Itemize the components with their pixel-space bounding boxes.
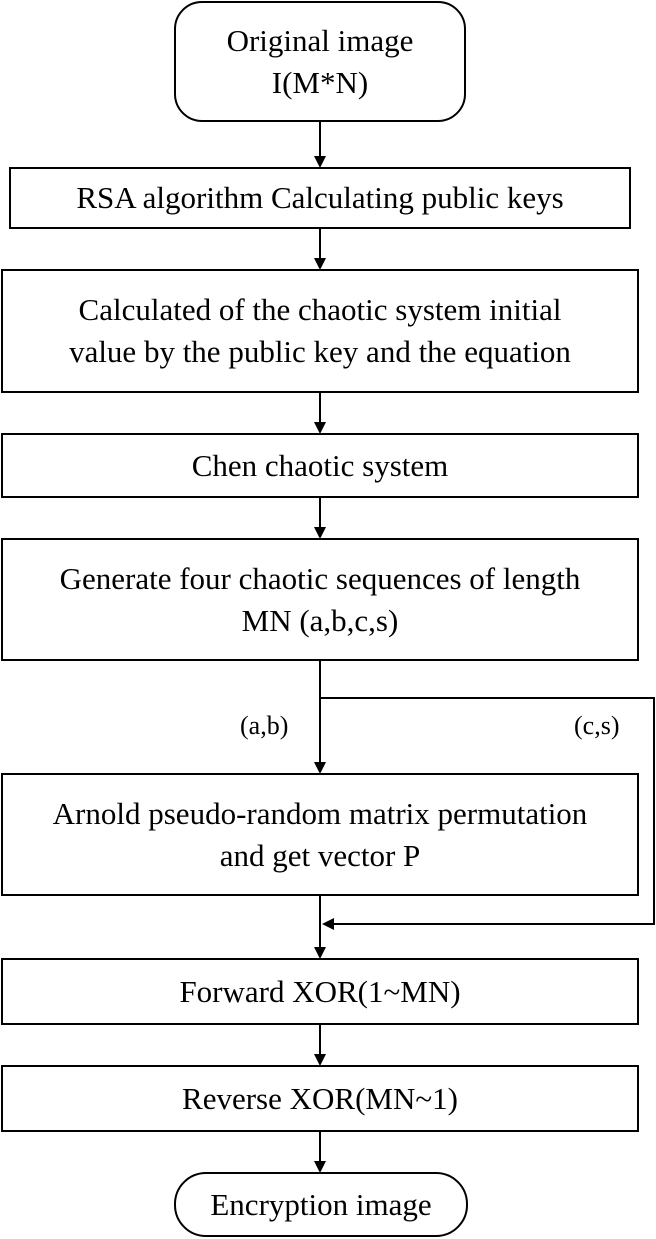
generate-sequences-line1: Generate four chaotic sequences of lengt… xyxy=(59,560,581,596)
start-node-line1: Original image xyxy=(226,22,414,58)
initial-value-line2: value by the public key and the equation xyxy=(69,334,571,369)
forward-xor-text: Forward XOR(1~MN) xyxy=(179,973,461,1009)
reverse-xor-step-box: Reverse XOR(MN~1) xyxy=(1,1065,639,1132)
branch-label-ab: (a,b) xyxy=(240,711,289,740)
chen-system-text: Chen chaotic system xyxy=(191,447,449,483)
end-node-text: Encryption image xyxy=(210,1186,432,1222)
arnold-permutation-step-box: Arnold pseudo-random matrix permutation … xyxy=(1,773,639,896)
generate-sequences-line2: MN (a,b,c,s) xyxy=(241,602,399,638)
rsa-step-box: RSA algorithm Calculating public keys xyxy=(9,167,631,229)
reverse-xor-text: Reverse XOR(MN~1) xyxy=(182,1080,458,1116)
arnold-permutation-line2: and get vector P xyxy=(219,837,421,873)
generate-sequences-step-box: Generate four chaotic sequences of lengt… xyxy=(1,538,639,661)
initial-value-step-box: Calculated of the chaotic system initial… xyxy=(1,269,639,393)
forward-xor-step-box: Forward XOR(1~MN) xyxy=(1,958,639,1025)
start-node-line2: I(M*N) xyxy=(271,64,369,100)
chen-system-step-box: Chen chaotic system xyxy=(1,433,639,498)
end-node-encryption-image: Encryption image xyxy=(174,1172,468,1237)
rsa-step-text: RSA algorithm Calculating public keys xyxy=(76,180,564,216)
branch-label-cs: (c,s) xyxy=(574,711,620,740)
start-node-original-image: Original image I(M*N) xyxy=(174,1,466,122)
arnold-permutation-line1: Arnold pseudo-random matrix permutation xyxy=(52,795,588,831)
initial-value-line1: Calculated of the chaotic system initial xyxy=(78,292,562,328)
branch-cs-path xyxy=(320,697,655,930)
